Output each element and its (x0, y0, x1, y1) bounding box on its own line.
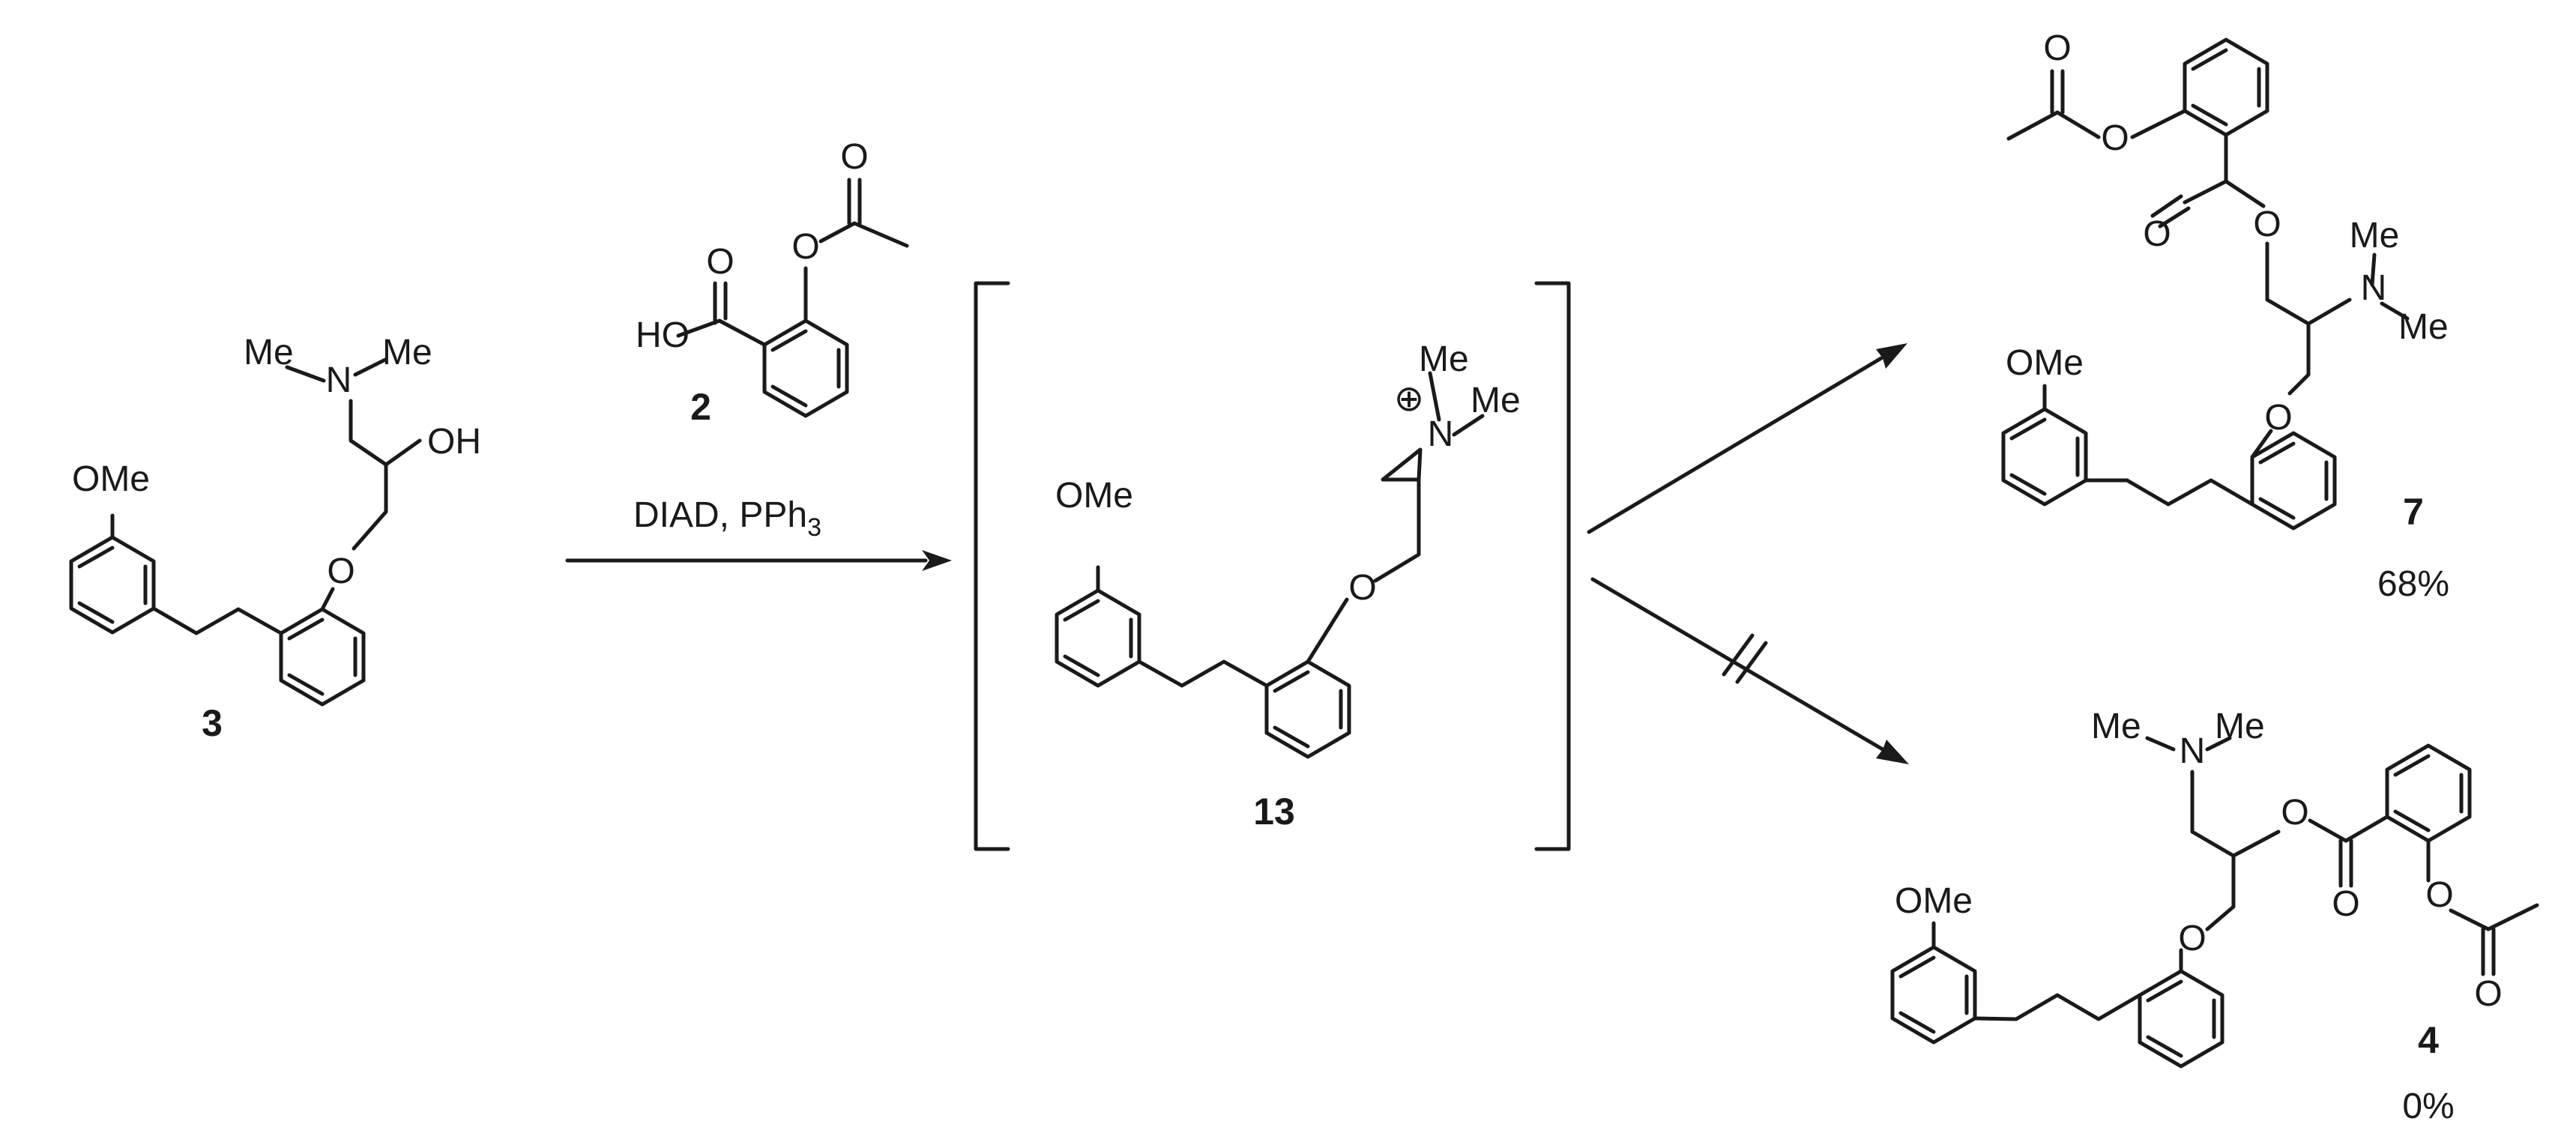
reaction-arrow (565, 550, 952, 571)
compound-4: N Me Me OMe O (1890, 707, 2539, 1126)
compound-2-ester-o: O (791, 227, 819, 267)
compound-7: OMe O O O O O N Me Me 7 68% (2001, 28, 2449, 604)
compound-4-acetyl-carbonyl-o: O (2474, 974, 2502, 1014)
reagents-text: DIAD, PPh (633, 495, 807, 535)
compound-2-acid-carbonyl-o: O (706, 242, 734, 282)
compound-13-label: 13 (1253, 791, 1295, 833)
blocked-mark-2 (1735, 641, 1768, 684)
compound-4-label: 4 (2418, 1019, 2439, 1061)
compound-2-ester-carbonyl-o: O (840, 137, 868, 177)
compound-7-label: 7 (2403, 491, 2424, 533)
compound-7-ether-o: O (2264, 398, 2292, 438)
compound-2-label: 2 (690, 386, 711, 428)
compound-4-ome: OMe (1895, 881, 1973, 921)
compound-13-me-right: Me (1471, 381, 1521, 420)
compound-4-ester-link-o: O (2281, 793, 2308, 833)
compound-3-oh: OH (427, 422, 481, 462)
compound-3-label: 3 (202, 702, 223, 744)
compound-3-ether-o: O (327, 552, 355, 591)
compound-13-n: N (1428, 414, 1454, 454)
compound-3-ome: OMe (72, 459, 150, 499)
arrow-to-7 (1587, 343, 1907, 534)
reagents: DIAD, PPh3 (633, 495, 821, 542)
compound-7-ester-link-o: O (2253, 205, 2281, 244)
compound-7-acetyl-carbonyl-o: O (2043, 28, 2071, 68)
compound-13-charge: ⊕ (1394, 379, 1424, 419)
reagents-subscript: 3 (807, 513, 821, 542)
compound-7-me-top: Me (2350, 216, 2400, 256)
compound-3-me-right: Me (382, 333, 432, 372)
compound-3-me-left: Me (244, 333, 294, 372)
compound-7-ome: OMe (2006, 343, 2084, 383)
compound-4-n: N (2180, 731, 2206, 771)
compound-13-ome: OMe (1055, 476, 1133, 516)
compound-2: HO O O O 2 (636, 137, 909, 428)
compound-2-ho: HO (636, 315, 690, 355)
compound-13-ether-o: O (1348, 568, 1376, 608)
compound-7-n: N (2361, 268, 2387, 308)
compound-7-benzoyl-carbonyl-o: O (2143, 214, 2171, 254)
compound-7-acetoxy-o: O (2101, 118, 2129, 158)
compound-4-acetoxy-o: O (2425, 875, 2453, 915)
compound-4-yield: 0% (2402, 1087, 2454, 1126)
intermediate-brackets (974, 281, 1571, 851)
compound-4-ether-o: O (2178, 919, 2206, 958)
compound-3-n: N (326, 360, 352, 400)
compound-13: OMe O N ⊕ Me Me 13 (1055, 339, 1521, 833)
blocked-mark-1 (1722, 633, 1755, 677)
compound-7-yield: 68% (2377, 564, 2449, 604)
blocked-arrow-to-4 (1590, 577, 1909, 764)
compound-3: OMe O OH N Me Me 3 (69, 333, 481, 744)
compound-4-benzoyl-carbonyl-o: O (2332, 884, 2359, 924)
compound-13-me-top: Me (1419, 339, 1469, 379)
compound-4-me-left: Me (2091, 707, 2141, 746)
compound-7-me-bottom: Me (2398, 307, 2449, 347)
